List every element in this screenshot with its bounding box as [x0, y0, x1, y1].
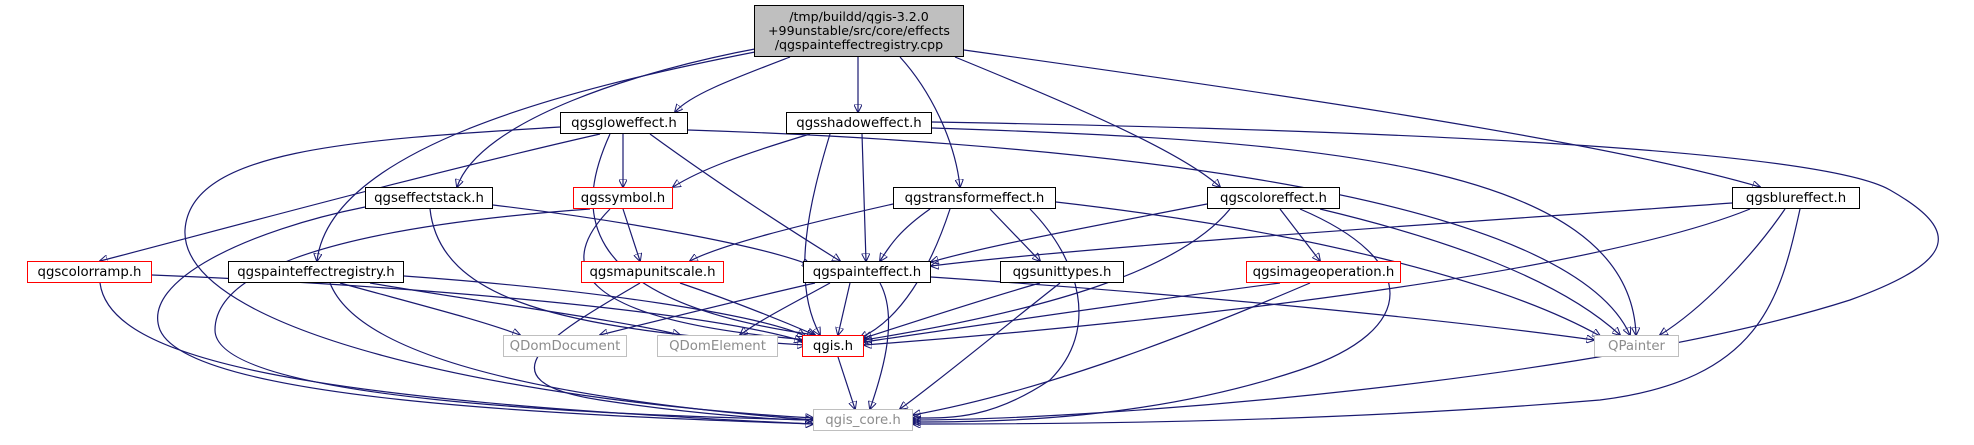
edge-root-coloreffect [954, 56, 1220, 187]
edge-glow-painteffect [649, 133, 840, 261]
edge-registryh-core [329, 282, 813, 420]
node-label: qgscolorramp.h [37, 264, 142, 280]
edge-qgis-core [837, 356, 855, 409]
node-label: qgspainteffect.h [812, 264, 922, 280]
node-label: qgis.h [812, 338, 854, 354]
node-label: qgsmapunitscale.h [589, 264, 716, 280]
node-label: QDomDocument [509, 338, 621, 354]
edge-root-glow [675, 56, 791, 112]
edge-root-effectstack [457, 47, 761, 187]
node-label: qgscoloreffect.h [1220, 190, 1327, 206]
node-label: QDomElement [669, 338, 766, 354]
node-qgis-core-h[interactable]: qgis_core.h [813, 409, 913, 431]
edge-imageop-core [913, 282, 1311, 415]
node-label: qgseffectstack.h [374, 190, 484, 206]
node-root-file[interactable]: /tmp/buildd/qgis-3.2.0 +99unstable/src/c… [754, 5, 964, 57]
node-label: qgssymbol.h [580, 190, 666, 206]
edge-glow-qpainter [687, 129, 1630, 335]
node-qgspainteffect[interactable]: qgspainteffect.h [803, 261, 931, 283]
edge-transform-qgis [860, 208, 951, 338]
node-root-file-label: /tmp/buildd/qgis-3.2.0 +99unstable/src/c… [768, 9, 950, 52]
node-qgspainteffectregistry-h[interactable]: qgspainteffectregistry.h [228, 261, 404, 283]
node-label: qgis_core.h [825, 412, 901, 428]
edge-root-registryh [317, 51, 756, 261]
node-qgscoloreffect[interactable]: qgscoloreffect.h [1207, 187, 1340, 209]
node-qgstransformeffect[interactable]: qgstransformeffect.h [893, 187, 1056, 209]
edge-blur-qpainter [1660, 208, 1786, 335]
node-qgsshadoweffect[interactable]: qgsshadoweffect.h [786, 112, 932, 134]
edge-shadow-qpainter [931, 127, 1636, 335]
edge-shadow-qgis [804, 133, 831, 335]
edge-shadow-core [913, 121, 1939, 420]
node-qgscolorramp[interactable]: qgscolorramp.h [27, 261, 152, 283]
node-qgseffectstack[interactable]: qgseffectstack.h [365, 187, 493, 209]
edge-blur-painteffect [931, 202, 1733, 266]
node-qgsmapunitscale[interactable]: qgsmapunitscale.h [581, 261, 724, 283]
node-qgsblureffect[interactable]: qgsblureffect.h [1732, 187, 1860, 209]
node-qgsunittypes[interactable]: qgsunittypes.h [1000, 261, 1124, 283]
edge-painteffect-domdoc [600, 282, 816, 335]
edge-coloreffect-painteffect [931, 203, 1208, 262]
edge-shadow-symbol [673, 133, 811, 187]
node-label: qgsblureffect.h [1745, 190, 1847, 206]
edge-imageop-qgis [864, 282, 1281, 342]
edge-transform-painteffect [880, 208, 931, 261]
node-qdomelement[interactable]: QDomElement [657, 335, 778, 357]
edge-root-transform [899, 56, 960, 187]
node-label: qgspainteffectregistry.h [237, 264, 395, 280]
edge-coloreffect-core [913, 208, 1391, 422]
edge-transform-core [913, 208, 1080, 418]
edge-symbol-qgis [583, 208, 810, 340]
node-label: qgsgloweffect.h [571, 115, 677, 131]
edge-colorramp-qgis [151, 274, 802, 341]
edge-effectstack-painteffect [492, 204, 810, 265]
node-qdomdocument[interactable]: QDomDocument [503, 335, 627, 357]
edge-root-blur [963, 49, 1760, 187]
edge-mapunitscale-core [533, 282, 813, 420]
edge-coloreffect-qpainter [1319, 208, 1620, 335]
edge-coloreffect-imageop [1279, 208, 1320, 261]
node-label: QPainter [1607, 338, 1666, 354]
edge-symbol-mapunitscale [622, 208, 640, 261]
edge-glow-qgis [592, 133, 815, 335]
edge-registryh-qgis [403, 275, 805, 336]
edge-colorramp-core [99, 282, 813, 424]
edge-shadow-painteffect [861, 133, 866, 261]
node-label: qgsimageoperation.h [1252, 264, 1395, 280]
node-qpainter[interactable]: QPainter [1594, 335, 1679, 357]
edge-painteffect-qgis [838, 282, 851, 335]
node-qgssymbol[interactable]: qgssymbol.h [573, 187, 673, 209]
edge-coloreffect-qgis [864, 208, 1231, 340]
edge-glow-core [184, 126, 813, 418]
edge-transform-mapunitscale [690, 203, 894, 261]
node-qgsgloweffect[interactable]: qgsgloweffect.h [560, 112, 688, 134]
node-label: qgsshadoweffect.h [796, 115, 922, 131]
edge-transform-qpainter [1055, 201, 1600, 336]
edge-registryh-domel [369, 282, 680, 335]
edge-blur-qgis [864, 208, 1751, 345]
edge-transform-unittypes [989, 208, 1040, 261]
edge-painteffect-core [870, 282, 890, 409]
edge-painteffect-qpainter [930, 276, 1594, 340]
node-qgis-h[interactable]: qgis.h [802, 335, 864, 357]
edge-glow-colorramp [100, 133, 601, 261]
edge-effectstack-core [157, 206, 813, 424]
edge-registryh-domdoc [339, 282, 520, 335]
edge-unittypes-core [900, 282, 1061, 409]
node-label: qgsunittypes.h [1012, 264, 1112, 280]
node-label: qgstransformeffect.h [904, 190, 1045, 206]
edge-unittypes-qgis [864, 282, 1041, 338]
edge-painteffect-domel [740, 282, 831, 335]
edge-mapunitscale-qgis [679, 282, 815, 335]
node-qgsimageoperation[interactable]: qgsimageoperation.h [1246, 261, 1401, 283]
edge-blur-core [913, 208, 1801, 424]
